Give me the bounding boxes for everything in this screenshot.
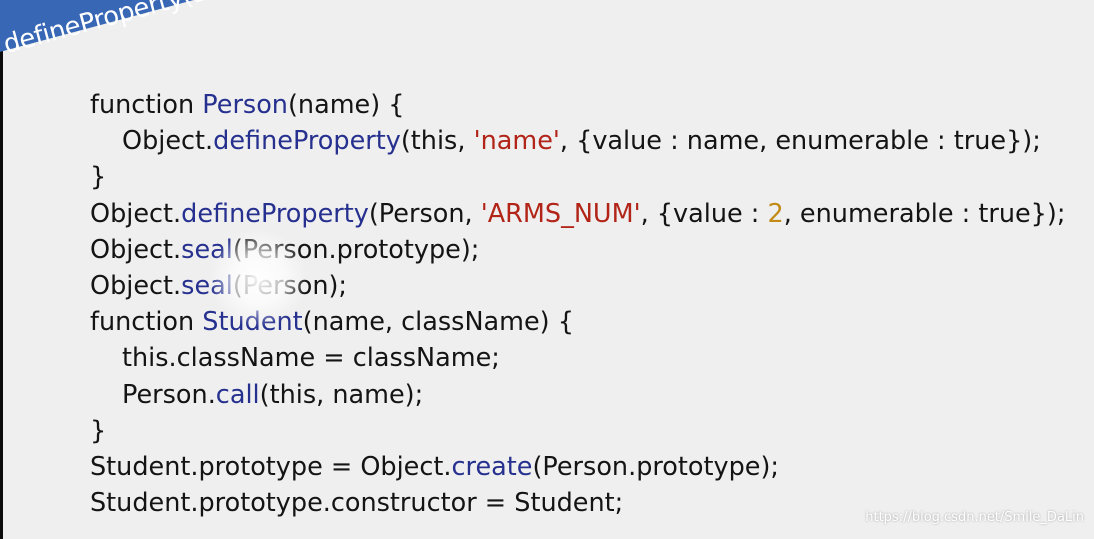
code-token: (name, className) { bbox=[302, 307, 574, 338]
code-token: (Person, bbox=[368, 198, 481, 229]
code-number: 2 bbox=[767, 198, 784, 229]
code-line-7: function Student(name, className) { bbox=[90, 304, 1065, 340]
code-token: , {value : name, enumerable : true}); bbox=[559, 126, 1041, 157]
code-token: Student.prototype.constructor = Student; bbox=[90, 488, 624, 519]
code-line-10: } bbox=[90, 413, 1065, 449]
code-line-2: Object.defineProperty(this, 'name', {val… bbox=[90, 123, 1065, 159]
code-token: Object. bbox=[90, 270, 182, 301]
code-line-3: } bbox=[90, 159, 1065, 195]
code-token: (name) { bbox=[287, 90, 405, 120]
code-token: Object. bbox=[122, 126, 214, 157]
code-method-name: seal bbox=[181, 270, 233, 301]
code-line-1: function Person(name) { bbox=[90, 87, 1065, 123]
left-border bbox=[0, 0, 3, 539]
code-block: function Person(name) { Object.definePro… bbox=[90, 87, 1065, 521]
code-token: function bbox=[90, 307, 203, 338]
code-token: (this, name); bbox=[259, 379, 424, 410]
code-token: (Person); bbox=[232, 270, 348, 301]
code-line-4: Object.defineProperty(Person, 'ARMS_NUM'… bbox=[90, 196, 1065, 232]
code-line-11: Student.prototype = Object.create(Person… bbox=[90, 449, 1065, 485]
code-token: Person. bbox=[122, 379, 216, 410]
code-line-12: Student.prototype.constructor = Student; bbox=[90, 485, 1065, 521]
code-token: Student.prototype = Object. bbox=[90, 451, 452, 482]
code-token: (Person.prototype); bbox=[232, 234, 480, 265]
code-token: } bbox=[90, 415, 107, 446]
code-method-name: seal bbox=[181, 234, 233, 265]
code-line-8: this.className = className; bbox=[90, 340, 1065, 376]
code-token: function bbox=[90, 90, 203, 120]
code-function-name: Student bbox=[202, 307, 303, 338]
code-token: Object. bbox=[90, 198, 182, 229]
code-token: } bbox=[90, 162, 107, 193]
code-string: 'name' bbox=[473, 126, 560, 157]
code-token: this.className = className; bbox=[122, 343, 500, 374]
code-string: 'ARMS_NUM' bbox=[480, 198, 641, 229]
code-line-9: Person.call(this, name); bbox=[90, 377, 1065, 413]
code-line-6: Object.seal(Person); bbox=[90, 268, 1065, 304]
code-function-name: Person bbox=[202, 90, 288, 120]
code-method-name: defineProperty bbox=[213, 126, 401, 157]
code-line-5: Object.seal(Person.prototype); bbox=[90, 232, 1065, 268]
code-token: , enumerable : true}); bbox=[783, 198, 1066, 229]
code-token: Object. bbox=[90, 234, 182, 265]
code-method-name: call bbox=[215, 379, 260, 410]
watermark: https://blog.csdn.net/Smile_DaLin bbox=[865, 510, 1084, 525]
code-token: , {value : bbox=[640, 198, 768, 229]
code-method-name: defineProperty bbox=[181, 198, 369, 229]
code-token: (this, bbox=[400, 126, 474, 157]
code-token: (Person.prototype); bbox=[532, 451, 780, 482]
code-method-name: create bbox=[451, 451, 533, 482]
